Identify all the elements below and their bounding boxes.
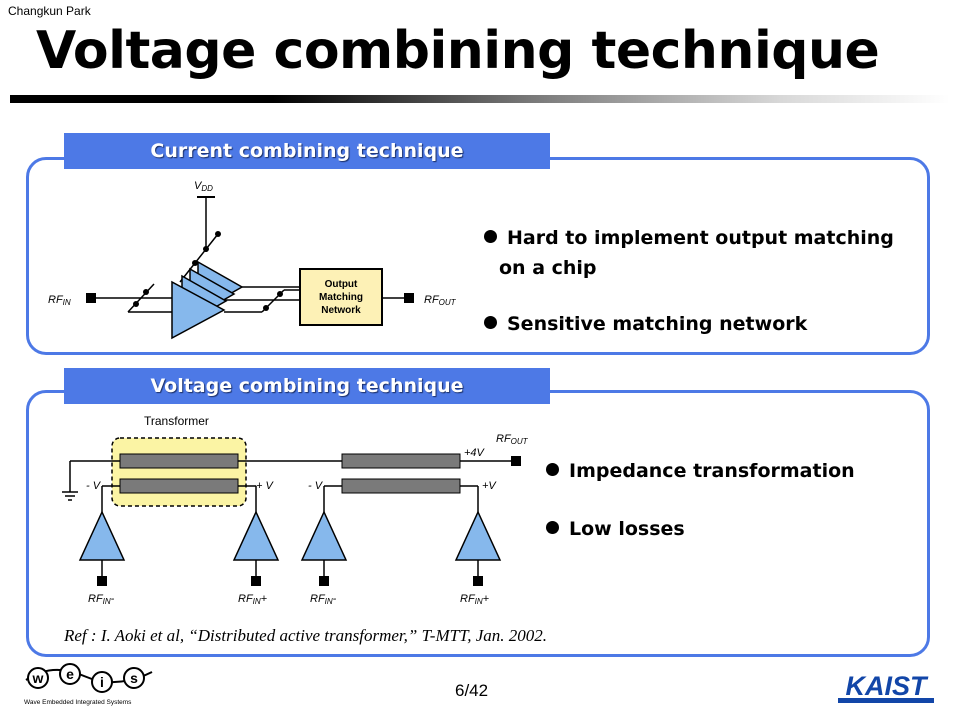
rf-in-label-1: RFIN- [88, 593, 115, 606]
amplifier-2 [232, 510, 280, 561]
amplifier-1 [78, 510, 126, 561]
plus-v-label-2: +V [482, 480, 497, 492]
rf-in-label-3: RFIN- [310, 593, 337, 606]
svg-text:Wave Embedded Integrated Syste: Wave Embedded Integrated Systems [24, 699, 132, 706]
rf-out-port [511, 456, 521, 466]
rf-in-label: RFIN [48, 294, 71, 307]
transformer-bar-bottom-2 [341, 478, 461, 494]
bullet-dot [546, 463, 559, 476]
bullet-sensitive-matching: Sensitive matching network [484, 309, 807, 339]
bullet-low-losses: Low losses [546, 514, 685, 544]
rf-out-label: RFOUT [424, 294, 457, 307]
svg-text:e: e [66, 666, 74, 682]
current-combining-diagram: VDD RFIN Output Matching Network RFOUT [48, 180, 457, 340]
page-number: 6/42 [455, 681, 489, 700]
transformer-highlight [111, 437, 247, 507]
rf-in-port-3 [319, 576, 329, 586]
rf-out-label: RFOUT [496, 433, 529, 446]
amplifier-4 [454, 510, 502, 561]
rf-in-port [86, 293, 96, 303]
transformer-bar-top [119, 453, 239, 469]
plus-4v-label: +4V [464, 447, 486, 459]
reference-citation: Ref : I. Aoki et al, “Distributed active… [64, 626, 548, 645]
plus-v-label-1: + V [256, 480, 274, 492]
bullet-dot [484, 230, 497, 243]
svg-text:s: s [130, 670, 138, 686]
svg-text:Network: Network [321, 305, 361, 316]
rf-in-diagonal [127, 283, 155, 313]
bullet-dot [546, 521, 559, 534]
author-name: Changkun Park [8, 4, 91, 18]
bullet-output-matching: Hard to implement output matching on a c… [484, 223, 894, 283]
title-underline [10, 95, 950, 103]
vdd-label: VDD [194, 180, 213, 193]
svg-text:Output: Output [325, 279, 358, 290]
voltage-combining-banner: Voltage combining technique [64, 368, 550, 404]
slide-title: Voltage combining technique [36, 21, 880, 81]
rf-in-label-4: RFIN+ [460, 593, 490, 606]
svg-text:w: w [32, 670, 44, 686]
matching-network-box [299, 268, 383, 326]
bullet-impedance: Impedance transformation [546, 456, 855, 486]
rf-in-port-1 [97, 576, 107, 586]
transformer-label: Transformer [144, 414, 209, 428]
rf-in-label-2: RFIN+ [238, 593, 268, 606]
kaist-logo: KAIST [838, 671, 934, 703]
transformer-bar-top-2 [341, 453, 461, 469]
svg-text:i: i [100, 674, 104, 690]
transformer-bar-bottom [119, 478, 239, 494]
minus-v-label-2: - V [308, 480, 324, 492]
rf-in-port-2 [251, 576, 261, 586]
amplifier-3 [300, 510, 348, 561]
rf-out-port [404, 293, 414, 303]
svg-text:Matching: Matching [319, 292, 363, 303]
voltage-combining-diagram: Transformer RFOUT +4V - V + V - V +V RFI… [62, 414, 529, 606]
svg-text:KAIST: KAIST [846, 671, 930, 701]
bullet-dot [484, 316, 497, 329]
amp-triangle-1 [171, 280, 226, 340]
supply-diagonal [179, 233, 219, 283]
rf-in-port-4 [473, 576, 483, 586]
minus-v-label-1: - V [86, 480, 102, 492]
current-combining-banner: Current combining technique [64, 133, 550, 169]
weis-logo: w e i s Wave Embedded Integrated Systems [24, 663, 153, 706]
